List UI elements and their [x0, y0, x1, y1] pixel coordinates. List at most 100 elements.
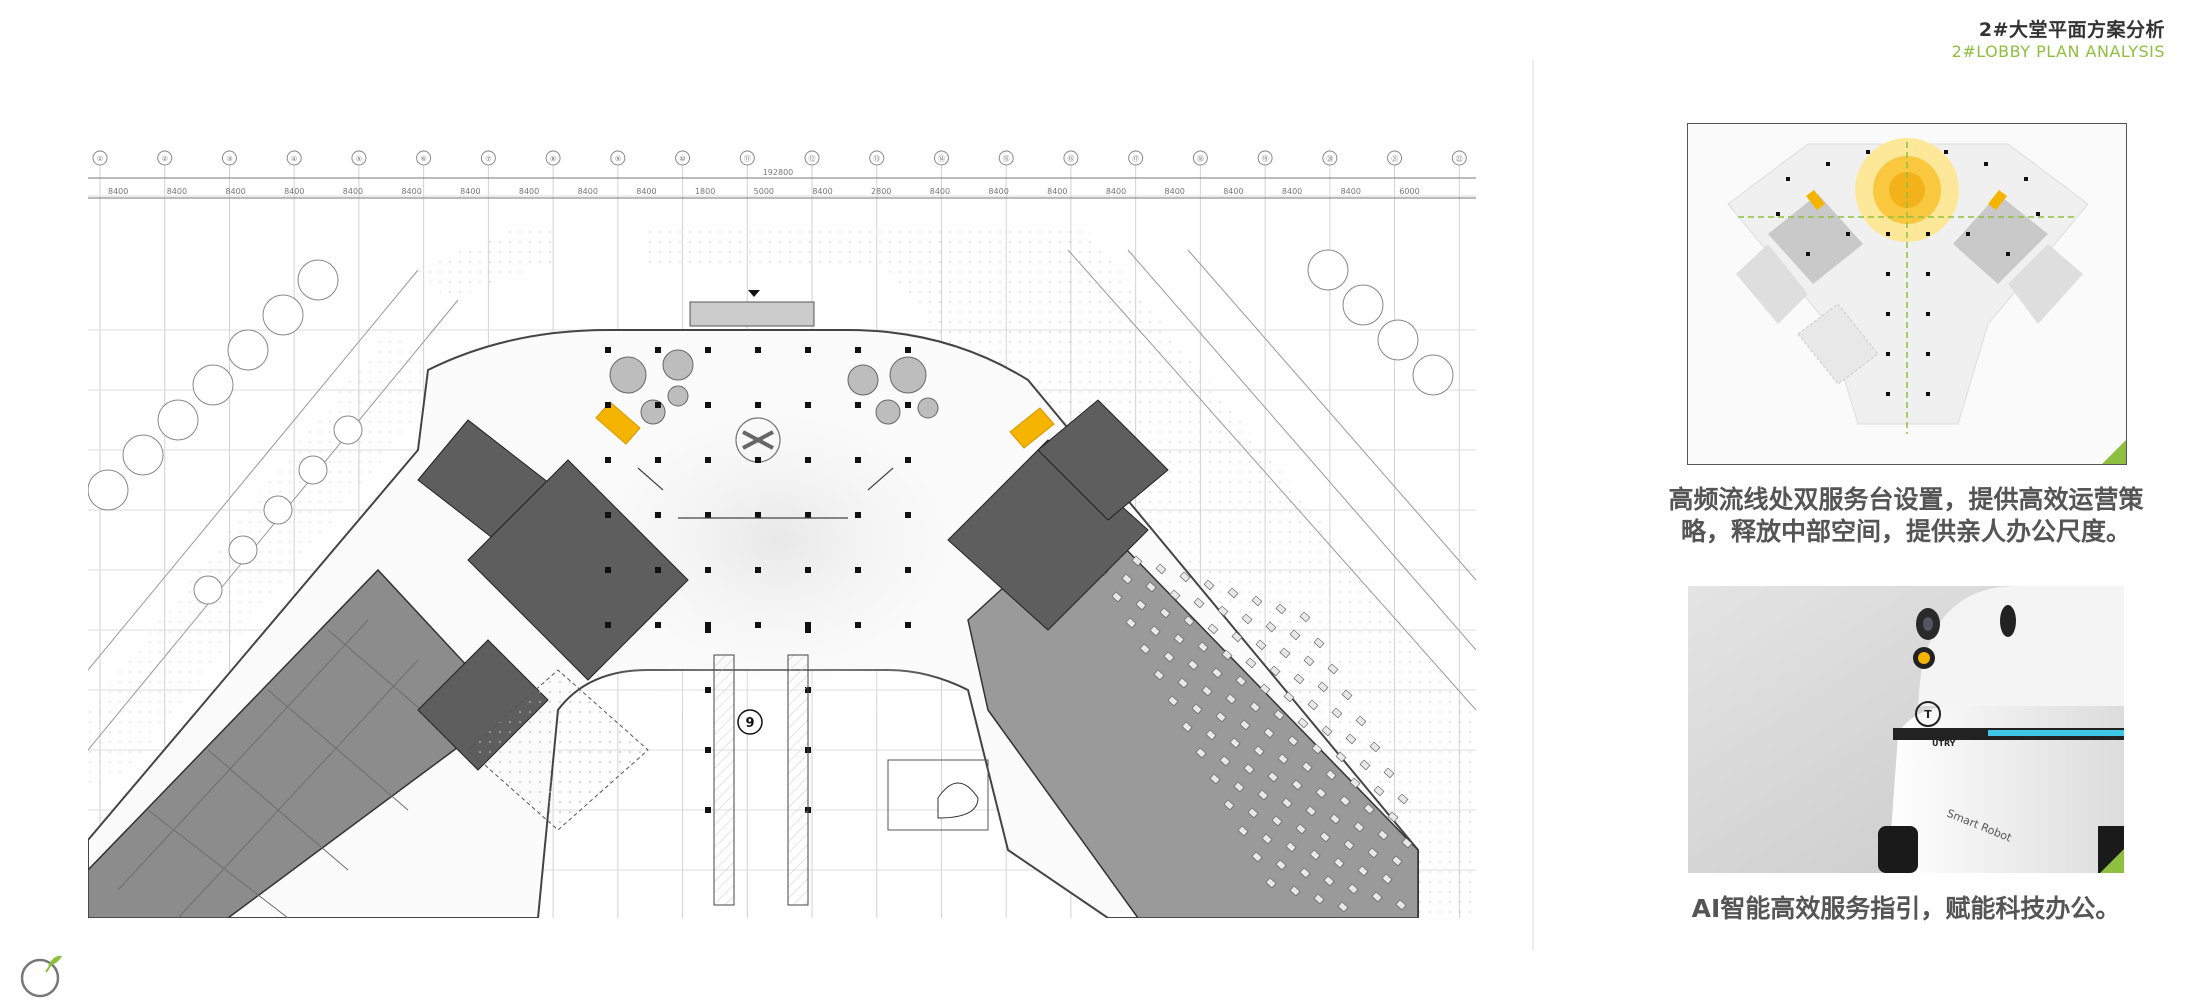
column	[905, 512, 911, 518]
axis-bubble	[480, 150, 496, 166]
column	[855, 567, 861, 573]
leaf-circle-logo-icon	[20, 955, 62, 998]
workstation	[1255, 639, 1267, 651]
workstation	[1283, 691, 1295, 703]
column	[655, 457, 661, 463]
diagram-office-right	[2008, 244, 2083, 324]
dimension-label: 8400	[636, 187, 656, 196]
workstation	[1309, 849, 1321, 861]
column	[905, 457, 911, 463]
axis-bubble	[1322, 150, 1338, 166]
dimension-label: 8400	[812, 187, 832, 196]
workstation	[1291, 779, 1303, 791]
diagram-column	[1926, 352, 1930, 356]
workstation	[1239, 719, 1251, 731]
diagram-column	[1886, 232, 1890, 236]
column	[805, 402, 811, 408]
workstation	[1293, 673, 1305, 685]
workstation	[1299, 867, 1311, 879]
workstation	[1325, 769, 1337, 781]
column	[705, 622, 711, 628]
workstation	[1207, 623, 1219, 635]
workstation	[1139, 643, 1151, 655]
axis-bubble	[545, 150, 561, 166]
workstation	[1391, 855, 1403, 867]
workstation	[1219, 755, 1231, 767]
workstation	[1247, 807, 1259, 819]
dimension-label: 1800	[695, 187, 715, 196]
dimension-label: 8400	[108, 187, 128, 196]
workstation	[1169, 589, 1181, 601]
workstation	[1341, 689, 1353, 701]
column	[605, 402, 611, 408]
workstation	[1179, 571, 1191, 583]
dimension-label: 8400	[1165, 187, 1185, 196]
workstation	[1301, 761, 1313, 773]
tree-row-left	[88, 259, 363, 605]
axis-bubble	[675, 150, 691, 166]
column	[655, 512, 661, 518]
workstation	[1327, 663, 1339, 675]
axis-bubble	[1257, 150, 1273, 166]
dimension-label: 8400	[401, 187, 421, 196]
workstation	[1217, 605, 1229, 617]
tree-row-right	[1307, 249, 1454, 396]
workstation	[1311, 743, 1323, 755]
diagram-core-right	[1953, 194, 2048, 284]
column	[905, 567, 911, 573]
diagram-column	[1926, 232, 1930, 236]
axis-bubble	[92, 150, 108, 166]
axis-bubble-label: ⑭	[938, 155, 945, 163]
workstation	[1275, 603, 1287, 615]
workstation	[1211, 667, 1223, 679]
column	[605, 567, 611, 573]
workstation	[1257, 789, 1269, 801]
column	[605, 347, 611, 353]
workstation	[1313, 637, 1325, 649]
workstation	[1251, 851, 1263, 863]
workstation	[1395, 899, 1407, 911]
column	[805, 622, 811, 628]
workstation	[1279, 647, 1291, 659]
workstation	[1227, 587, 1239, 599]
workstation	[1347, 883, 1359, 895]
page-title: 2#大堂平面方案分析	[1978, 19, 2165, 41]
dimension-label: 8400	[1047, 187, 1067, 196]
dimension-label: 8400	[930, 187, 950, 196]
workstation	[1177, 677, 1189, 689]
column	[755, 512, 761, 518]
robot-camera-lens	[1923, 617, 1933, 631]
axis-bubble	[416, 150, 432, 166]
page-subtitle: 2#LOBBY PLAN ANALYSIS	[1951, 42, 2165, 61]
workstation	[1383, 767, 1395, 779]
workstation	[1373, 785, 1385, 797]
column	[805, 457, 811, 463]
diagram-column	[1866, 150, 1870, 154]
workstation	[1261, 833, 1273, 845]
column	[805, 627, 811, 633]
axis-bubble	[1192, 150, 1208, 166]
diagram-column	[1926, 312, 1930, 316]
column-divider	[1532, 60, 1534, 950]
workstation	[1245, 657, 1257, 669]
column	[705, 687, 711, 693]
dimension-label: 8400	[284, 187, 304, 196]
escalator-right	[787, 654, 809, 906]
diagram-column	[2024, 177, 2028, 181]
column	[705, 457, 711, 463]
diagram-plaza	[1797, 303, 1879, 385]
axis-bubble-label: ⑥	[421, 155, 427, 163]
workstation	[1377, 829, 1389, 841]
axis-bubble-label: ⑨	[615, 155, 621, 163]
workstation	[1265, 621, 1277, 633]
svg-text:T: T	[1924, 708, 1932, 721]
axis-bubble-label: ④	[291, 155, 297, 163]
core-block-right-2	[1037, 399, 1169, 521]
workstation	[1329, 813, 1341, 825]
diagram-column	[1966, 232, 1970, 236]
corner-accent	[2100, 849, 2124, 873]
workstation	[1333, 857, 1345, 869]
workstation	[1297, 717, 1309, 729]
